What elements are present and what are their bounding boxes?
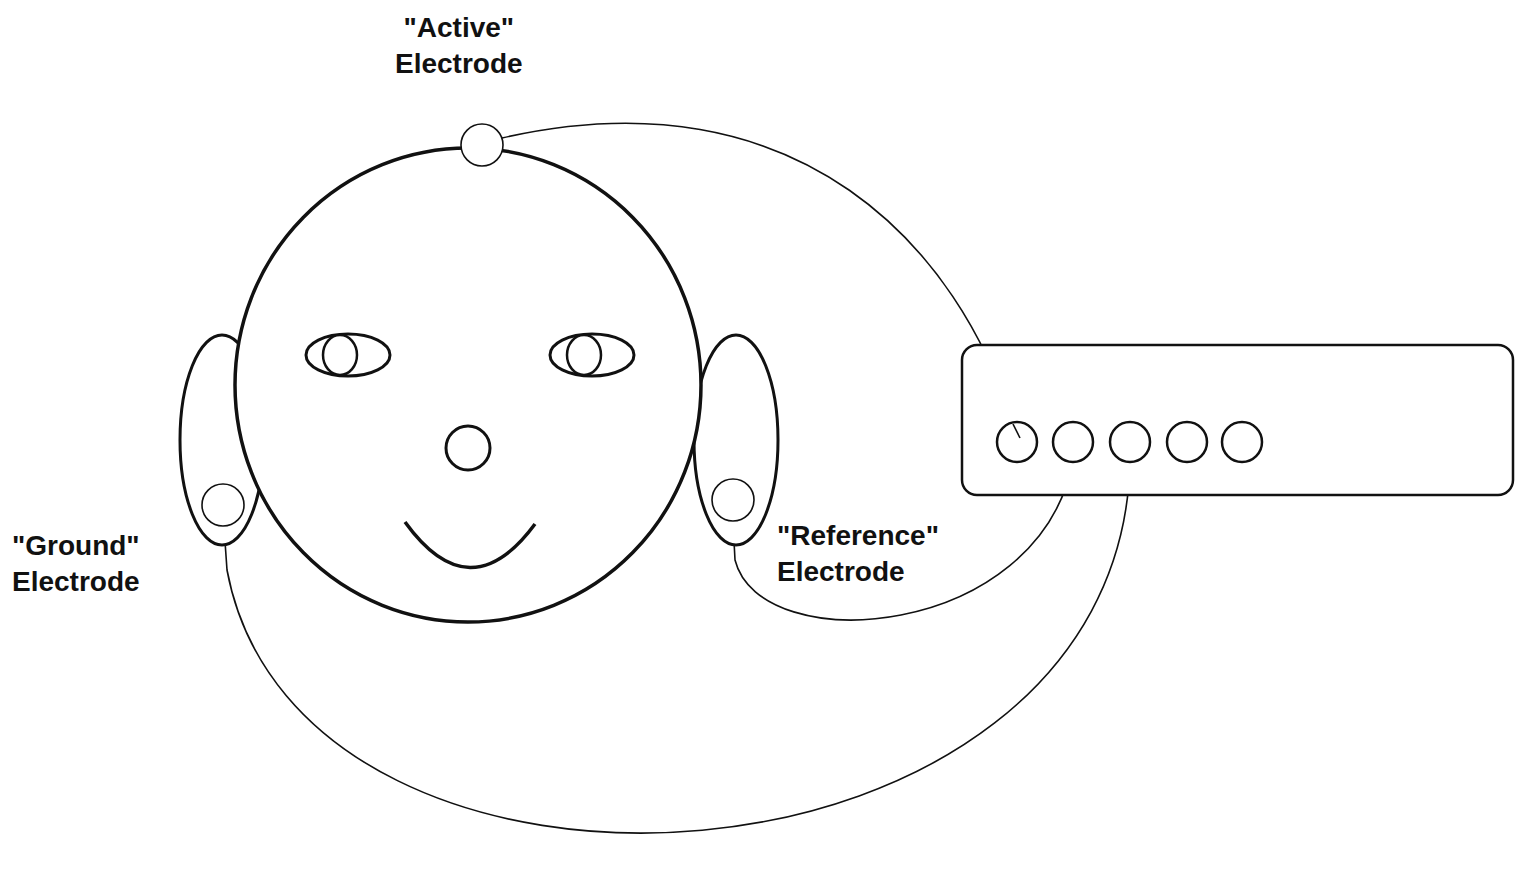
right-eye bbox=[550, 334, 634, 376]
right-ear bbox=[694, 335, 778, 545]
head-outline bbox=[235, 148, 701, 622]
input-socket bbox=[1222, 422, 1262, 462]
electrode-label: "Ground" Electrode bbox=[10, 528, 142, 601]
electrode-name: "Ground" Electrode bbox=[10, 528, 142, 601]
electrode-name: "Active" Electrode bbox=[393, 10, 525, 83]
input-socket bbox=[1053, 422, 1093, 462]
electrode-label: "Active" Electrode bbox=[393, 10, 525, 83]
input-socket bbox=[1110, 422, 1150, 462]
ground-electrode-disc bbox=[202, 484, 244, 526]
input-socket bbox=[1167, 422, 1207, 462]
nose bbox=[446, 426, 490, 470]
electrode-label: "Reference" Electrode bbox=[775, 518, 941, 591]
input-socket bbox=[997, 422, 1037, 462]
mouth bbox=[405, 522, 535, 568]
reference-electrode-disc bbox=[712, 479, 754, 521]
left-eye bbox=[306, 334, 390, 376]
active-electrode-disc bbox=[461, 124, 503, 166]
left-eye-iris bbox=[323, 335, 357, 375]
amplifier-box bbox=[962, 345, 1513, 495]
right-eye-iris bbox=[567, 335, 601, 375]
electrode-name: "Reference" Electrode bbox=[775, 518, 941, 591]
wire-tip bbox=[1013, 424, 1020, 438]
